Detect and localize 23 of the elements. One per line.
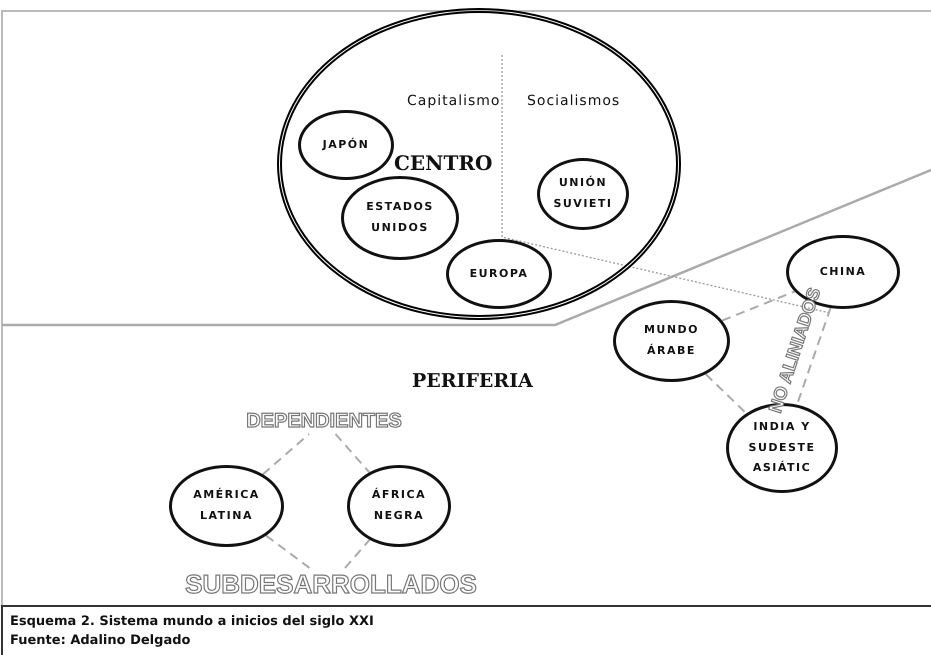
region-circle: EUROPA (446, 239, 552, 309)
dashed-connector (796, 308, 832, 405)
group-label: SUBDESARROLLADOS (185, 568, 477, 600)
dashed-connector (334, 433, 370, 473)
system-label: Capitalismo (407, 93, 500, 109)
region-heading: CENTRO (394, 151, 492, 175)
dashed-connector (722, 290, 795, 322)
dashed-connector (266, 534, 310, 569)
region-circle: ÁFRICA NEGRA (347, 465, 451, 547)
region-heading: PERIFERIA (412, 370, 533, 392)
dashed-connector (705, 374, 747, 414)
dashed-connector (262, 433, 310, 476)
region-circle: ESTADOS UNIDOS (341, 176, 459, 260)
region-circle: UNIÓN SUVIETI (537, 158, 629, 230)
system-label: Socialismos (527, 93, 620, 109)
region-circle: AMÉRICA LATINA (169, 465, 284, 547)
group-label: DEPENDIENTES (246, 410, 402, 432)
center-circle (277, 8, 681, 320)
source-note: Fuente: Adalino Delgado (10, 633, 190, 648)
dashed-connector (344, 539, 370, 569)
caption: Esquema 2. Sistema mundo a inicios del siglo XXI (10, 614, 374, 629)
region-circle: JAPÓN (298, 110, 394, 180)
region-circle: MUNDO ÁRABE (613, 300, 730, 382)
